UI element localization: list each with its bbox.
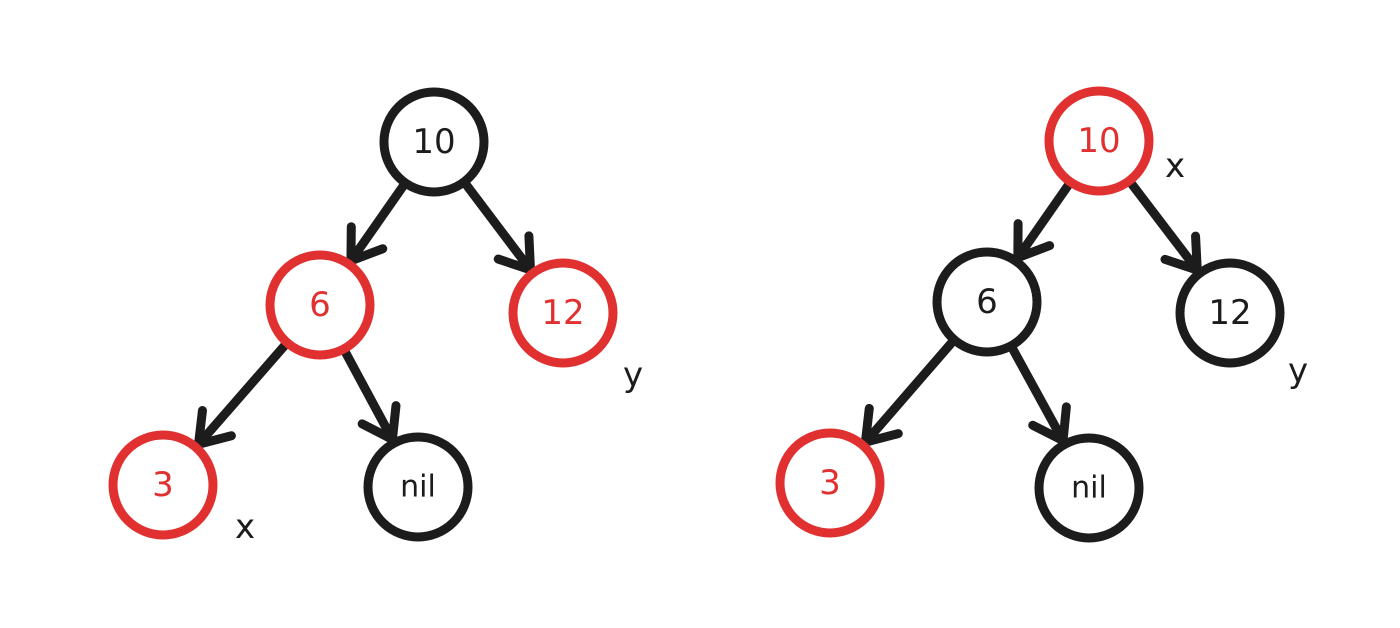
node-circle (508, 258, 618, 368)
edge-line (337, 341, 397, 444)
node-label: nil (1071, 471, 1107, 506)
edge-line (346, 175, 413, 266)
node-3-red: 3 (108, 430, 218, 540)
node-nil-black: nil (1034, 433, 1144, 543)
node-label: nil (400, 470, 436, 505)
edge-n10-n6 (346, 175, 413, 266)
node-12-black: 12 (1175, 258, 1285, 368)
node-circle (108, 430, 218, 540)
node-circle (1044, 86, 1154, 196)
node-circle (363, 432, 473, 542)
node-label: 10 (1077, 121, 1120, 161)
node-3-red: 3 (775, 428, 885, 538)
marker-y: y (623, 355, 643, 395)
node-label: 12 (1208, 293, 1251, 333)
edge-n10-n6 (1013, 174, 1078, 263)
marker-y: y (1288, 351, 1308, 391)
edge-n10-n12 (457, 174, 535, 275)
marker-x: x (235, 507, 255, 547)
node-10-black: 10 (379, 87, 489, 197)
node-12-red: 12 (508, 258, 618, 368)
node-6-red: 6 (265, 250, 375, 360)
edge-n6-n3 (193, 335, 295, 449)
node-circle (265, 250, 375, 360)
node-label: 6 (976, 282, 998, 322)
node-label: 3 (819, 463, 841, 503)
edge-line (193, 335, 295, 449)
node-circle (1034, 433, 1144, 543)
node-circle (775, 428, 885, 538)
edge-n6-nnil (1004, 337, 1071, 446)
node-circle (932, 247, 1042, 357)
node-label: 3 (152, 465, 174, 505)
tree-after: 10 6 12 3 nil x y (775, 86, 1308, 543)
node-label: 12 (541, 293, 584, 333)
tree-before: 10 6 12 3 nil x y (108, 87, 643, 547)
node-circle (1175, 258, 1285, 368)
edge-line (1004, 337, 1068, 446)
node-label: 6 (309, 285, 331, 325)
node-circle (379, 87, 489, 197)
node-10-red: 10 (1044, 86, 1154, 196)
edge-line (1013, 174, 1078, 263)
edge-n10-n12 (1122, 173, 1202, 275)
edge-n6-nnil (337, 341, 401, 444)
node-6-black: 6 (932, 247, 1042, 357)
edge-n6-n3 (860, 332, 962, 447)
edge-line (457, 174, 535, 275)
marker-x: x (1165, 146, 1185, 186)
edge-line (860, 332, 962, 447)
edge-line (1122, 173, 1202, 275)
node-nil-black: nil (363, 432, 473, 542)
node-label: 10 (412, 122, 455, 162)
